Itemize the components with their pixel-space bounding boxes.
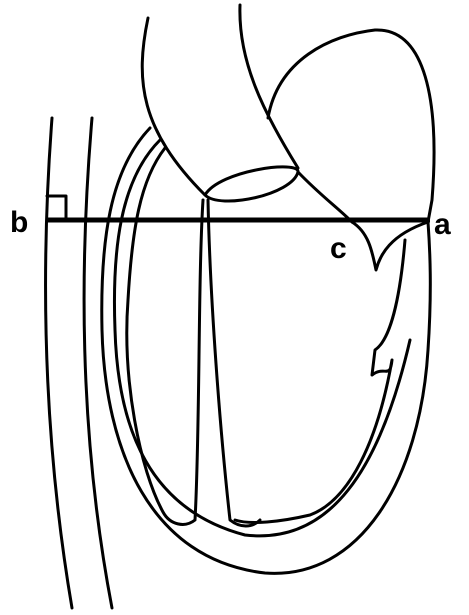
septum-left (127, 148, 203, 524)
outer-left-line-2 (84, 118, 112, 608)
left-atrium (268, 30, 434, 222)
outer-left-line (45, 118, 72, 608)
aorta-right-wall (240, 5, 298, 168)
aortic-valve-ring (205, 167, 298, 201)
right-angle-marker (47, 196, 66, 219)
right-ventricle-inner (114, 140, 410, 536)
lv-inner-wall (235, 240, 405, 522)
aortomitral-line (298, 172, 352, 222)
label-c: c (330, 232, 347, 265)
mitral-leaflet (352, 222, 428, 270)
label-b: b (10, 206, 28, 239)
septum-right (208, 200, 260, 526)
label-a: a (434, 208, 451, 241)
